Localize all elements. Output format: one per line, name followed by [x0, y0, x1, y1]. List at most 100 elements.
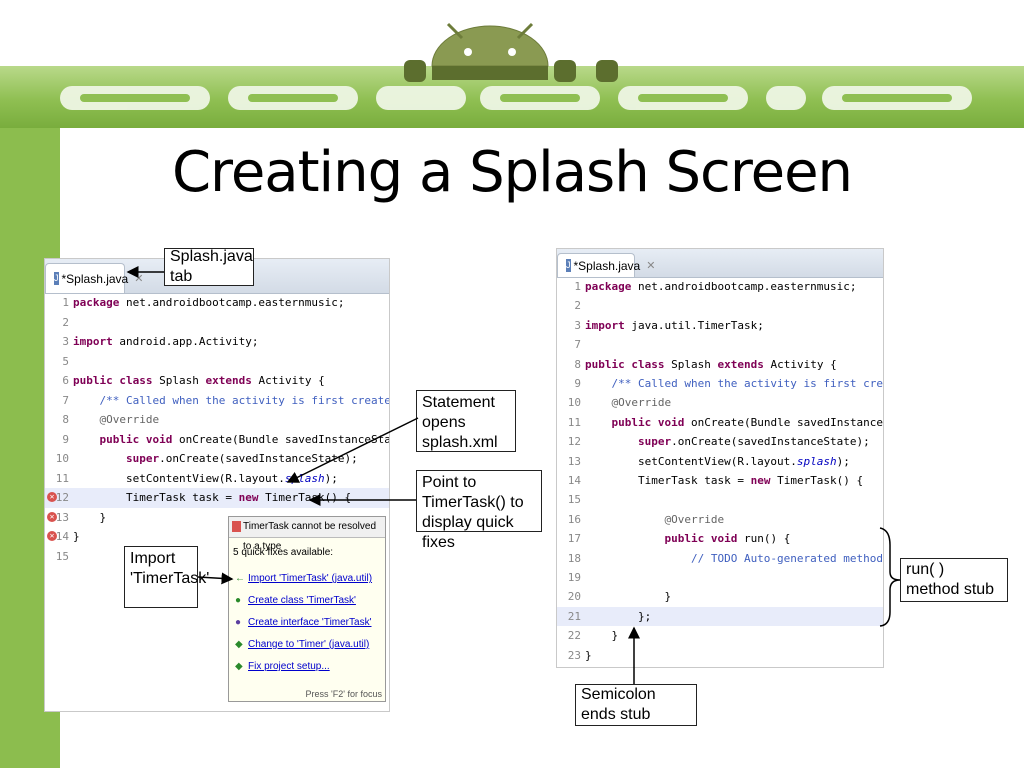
code-text: @Override [585, 512, 725, 526]
code-line[interactable]: 11 public void onCreate(Bundle savedInst… [557, 413, 883, 432]
code-line[interactable]: 2 [45, 313, 389, 333]
code-line[interactable]: 23} [557, 646, 883, 665]
code-line[interactable]: 8 @Override [45, 410, 389, 430]
quickfix-item-change-to-timer[interactable]: ◆Change to 'Timer' (java.util) [235, 639, 369, 650]
code-line[interactable]: 10 @Override [557, 393, 883, 412]
arrow-to-setcontentview [286, 417, 419, 483]
error-icon [232, 521, 241, 532]
code-text: @Override [585, 396, 672, 410]
close-icon[interactable]: ✕ [646, 260, 656, 272]
quickfix-item-fix-project[interactable]: ◆Fix project setup... [235, 661, 330, 672]
line-number: 13 [567, 454, 581, 468]
code-text: // TODO Auto-generated method stub [585, 551, 884, 565]
code-line[interactable]: 17 public void run() { [557, 529, 883, 548]
java-file-icon: J [54, 272, 59, 285]
line-number: 10 [55, 452, 69, 465]
line-number: 8 [62, 413, 69, 426]
quickfix-item-import[interactable]: ←Import 'TimerTask' (java.util) [235, 573, 372, 584]
code-line[interactable]: 13 setContentView(R.layout.splash); [557, 452, 883, 471]
code-line[interactable]: 13✕ } [45, 508, 389, 528]
line-number: 12 [55, 491, 69, 504]
interface-icon: ● [235, 617, 242, 628]
slide-title: Creating a Splash Screen [171, 140, 853, 205]
line-number: 22 [567, 629, 581, 643]
brace-run-stub [879, 527, 901, 627]
line-number: 14 [55, 530, 69, 543]
code-line[interactable]: 22 } [557, 626, 883, 645]
line-number: 1 [62, 296, 69, 309]
quickfix-item-create-class[interactable]: ●Create class 'TimerTask' [235, 595, 356, 606]
right-editor-panel: J *Splash.java ✕ 1 package net.androidboo… [556, 248, 884, 668]
code-line[interactable]: 7 /** Called when the activity is first … [45, 391, 389, 411]
arrow-to-import-fix [197, 572, 234, 585]
line-number: 15 [55, 549, 69, 563]
code-text: TimerTask task = new TimerTask() { [585, 474, 864, 487]
code-line[interactable]: 15 [45, 547, 389, 567]
quickfix-label: Create class 'TimerTask' [248, 595, 356, 606]
code-text: package net.androidbootcamp.easternmusic… [73, 296, 345, 309]
code-line[interactable]: 1 package net.androidbootcamp.easternmusi… [557, 277, 883, 296]
fix-icon: ◆ [235, 661, 243, 672]
line-number: 21 [567, 609, 581, 623]
code-line[interactable]: 9 public void onCreate(Bundle savedInsta… [45, 430, 389, 450]
line-number: 9 [574, 377, 581, 390]
code-line[interactable]: 21 }; [557, 606, 883, 627]
code-line[interactable]: 16 @Override [557, 510, 883, 529]
code-line[interactable]: 14✕} [45, 527, 389, 547]
right-file-tab[interactable]: J *Splash.java ✕ [557, 253, 655, 277]
code-line[interactable]: 1 package net.androidbootcamp.easternmusi… [45, 293, 389, 313]
line-number: 11 [55, 471, 69, 485]
code-line[interactable]: 15 [557, 490, 883, 509]
code-line[interactable]: 18 // TODO Auto-generated method stub [557, 549, 883, 568]
code-text: }; [585, 609, 652, 623]
quickfix-footer: Press 'F2' for focus [305, 689, 382, 699]
quickfix-item-create-interface[interactable]: ●Create interface 'TimerTask' [235, 617, 372, 628]
line-number: 6 [62, 374, 69, 387]
code-text: public void onCreate(Bundle savedInstanc… [99, 432, 390, 446]
code-line[interactable]: 9 /** Called when the activity is first … [557, 374, 883, 393]
code-line[interactable]: 14 TimerTask task = new TimerTask() { [557, 471, 883, 490]
line-number: 14 [567, 474, 581, 487]
code-text: } [73, 510, 107, 524]
line-number: 17 [567, 532, 581, 546]
code-line[interactable]: 10 super.onCreate(savedInstanceState); [45, 449, 389, 469]
left-tab-label: *Splash.java [61, 271, 129, 286]
code-line[interactable]: 7 [557, 335, 883, 354]
error-marker-icon[interactable]: ✕ [47, 531, 57, 541]
change-icon: ◆ [235, 639, 243, 650]
code-text: package net.androidbootcamp.easternmusic… [585, 280, 857, 293]
line-number: 10 [567, 396, 581, 410]
code-text: super.onCreate(savedInstanceState); [125, 452, 358, 465]
line-number: 12 [567, 435, 581, 449]
code-text: } [73, 530, 80, 543]
callout-splash-tab: Splash.java tab [164, 248, 254, 286]
line-number: 11 [567, 415, 581, 429]
line-number: 15 [567, 493, 581, 507]
quickfix-count: 5 quick fixes available: [233, 547, 334, 558]
code-line[interactable]: 5 [45, 352, 389, 372]
code-text: public void run() { [664, 532, 791, 546]
line-number: 1 [574, 280, 581, 293]
code-line[interactable]: 2 [557, 296, 883, 315]
left-file-tab[interactable]: J *Splash.java ✕ [45, 263, 143, 293]
code-text: setContentView(R.layout.splash); [585, 454, 850, 468]
code-line[interactable]: 12 super.onCreate(savedInstanceState); [557, 432, 883, 451]
line-number: 8 [574, 357, 581, 371]
code-line[interactable]: 19 [557, 568, 883, 587]
code-text: import android.app.Activity; [73, 335, 259, 348]
code-text: super.onCreate(savedInstanceState); [637, 435, 870, 449]
close-icon[interactable]: ✕ [134, 273, 144, 285]
code-text: } [585, 648, 592, 662]
line-number: 23 [567, 648, 581, 662]
code-line[interactable]: 20 } [557, 587, 883, 606]
line-number: 2 [574, 299, 581, 313]
callout-run-method-stub: run( ) method stub [900, 558, 1008, 602]
error-marker-icon[interactable]: ✕ [47, 511, 57, 522]
error-marker-icon[interactable]: ✕ [47, 492, 57, 502]
right-code-area[interactable]: 1 package net.androidbootcamp.easternmusi… [557, 277, 883, 667]
